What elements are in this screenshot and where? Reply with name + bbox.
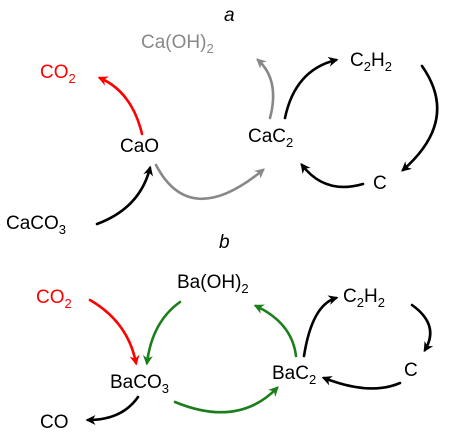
panel-b-arrow-bac2-to-baoh2 [253,304,298,358]
panel-a-arrow-c2h2-to-c [401,64,439,172]
panel-b-baco3-label: BaCO3 [110,372,169,396]
panel-a-arrow-caco3-to-cao [95,165,154,226]
panel-a-c-label: C [373,173,387,194]
panel-b: b CO2 Ba(OH)2 C2H2 BaCO3 BaC2 C CO [36,232,434,433]
panel-b-baoh2-label: Ba(OH)2 [177,272,249,296]
panel-b-letter: b [219,232,230,253]
panel-a-arrow-cac2-to-caoh2 [256,58,275,120]
panel-a-co2-label: CO2 [40,62,76,86]
panel-a-letter: a [224,5,235,26]
panel-b-co2-label: CO2 [36,287,72,311]
panel-b-arrow-baco3-to-bac2 [173,386,279,414]
panel-b-arrow-co2-to-baco3 [88,298,140,366]
panel-b-arrow-baco3-to-co [85,395,140,425]
panel-b-arrow-c2h2-to-c [410,303,434,353]
panel-a: a CO2 Ca(OH)2 C2H2 CaO CaC2 C CaCO3 [6,5,439,237]
panel-a-arrow-cac2-to-c2h2 [283,56,339,120]
panel-b-c2h2-label: C2H2 [343,286,385,310]
panel-b-arrow-bac2-to-c2h2 [302,295,339,358]
panel-a-arrow-cao-to-cac2 [154,163,265,201]
panel-a-caoh2-label: Ca(OH)2 [141,32,214,56]
panel-a-arrow-c-to-cac2 [300,163,365,189]
panel-b-bac2-label: BaC2 [272,363,316,387]
panel-a-cac2-label: CaC2 [248,126,293,150]
panel-b-c-label: C [404,360,418,381]
panel-a-cao-label: CaO [120,136,159,157]
panel-a-caco3-label: CaCO3 [6,213,66,237]
panel-b-arrow-c-to-bac2 [321,376,402,390]
panel-b-arrow-baoh2-to-baco3 [142,300,182,366]
panel-a-arrow-cao-to-co2 [97,76,144,136]
panel-a-c2h2-label: C2H2 [350,50,392,74]
panel-b-co-label: CO [40,412,69,433]
